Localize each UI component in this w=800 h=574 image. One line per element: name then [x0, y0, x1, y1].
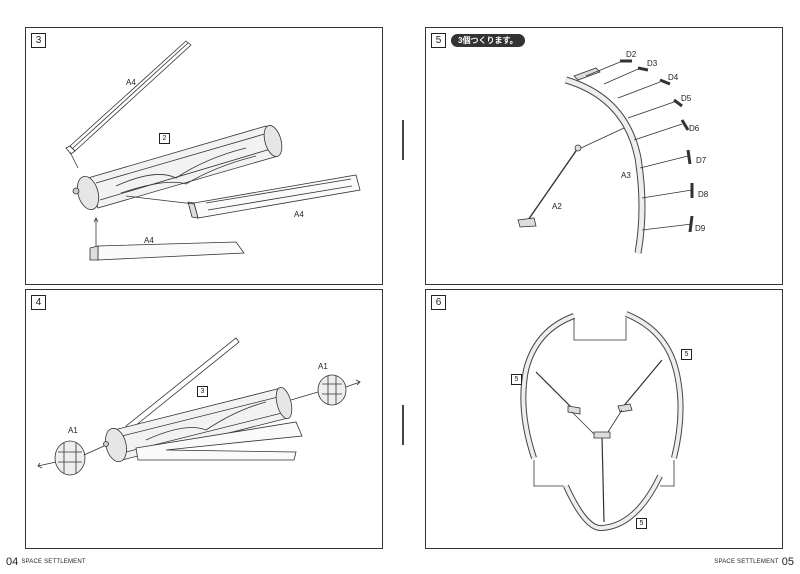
part-label-d2: D2	[626, 50, 637, 59]
part-label-d7: D7	[696, 156, 707, 165]
part-label-a4: A4	[126, 78, 136, 87]
step-6-panel: 6 5 5 5	[425, 289, 783, 549]
part-label-d5: D5	[681, 94, 692, 103]
part-box-label: 2	[159, 133, 170, 144]
quantity-note: 3個つくります。	[451, 34, 525, 47]
gutter-mark	[402, 405, 404, 445]
step-4-illustration	[37, 337, 361, 476]
part-label-a2: A2	[552, 202, 562, 211]
page-number-right: 05	[781, 556, 794, 568]
part-label-d8: D8	[698, 190, 709, 199]
step-3-panel: 3 A4 2 A4 A4	[25, 27, 383, 285]
part-box-label: 5	[511, 374, 522, 385]
footer-title-right: SPACE SETTLEMENT	[714, 559, 779, 566]
part-label-d9: D9	[695, 224, 706, 233]
part-box-label: 5	[636, 518, 647, 529]
step-4-panel: 4 A1 A1 3	[25, 289, 383, 549]
part-box-label: 5	[681, 349, 692, 360]
footer-title-left: SPACE SETTLEMENT	[21, 559, 86, 566]
step-5-illustration	[517, 59, 694, 254]
footer-right: SPACE SETTLEMENT 05	[714, 556, 794, 568]
part-label-a4: A4	[294, 210, 304, 219]
part-label-a1: A1	[68, 426, 78, 435]
step-number: 5	[431, 33, 446, 48]
part-label-a1: A1	[318, 362, 328, 371]
footer-left: 04 SPACE SETTLEMENT	[6, 556, 86, 568]
step-5-panel: 5 3個つくります。 D2 D3 D4	[425, 27, 783, 285]
part-label-d6: D6	[689, 124, 700, 133]
step-number: 3	[31, 33, 46, 48]
gutter-mark	[402, 120, 404, 160]
part-box-label: 3	[197, 386, 208, 397]
step-number: 6	[431, 295, 446, 310]
part-label-a4: A4	[144, 236, 154, 245]
part-label-a3: A3	[621, 171, 631, 180]
part-label-d4: D4	[668, 73, 679, 82]
step-number: 4	[31, 295, 46, 310]
step-6-illustration	[520, 311, 684, 531]
part-label-d3: D3	[647, 59, 658, 68]
page-number-left: 04	[6, 556, 19, 568]
step-3-illustration	[65, 40, 361, 261]
